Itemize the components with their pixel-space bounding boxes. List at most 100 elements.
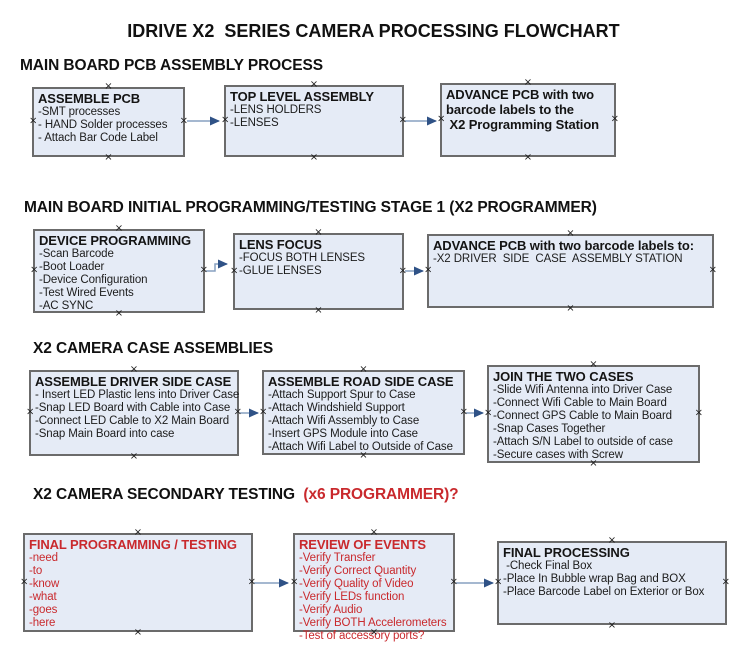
box-join-the-two-cases: JOIN THE TWO CASES -Slide Wifi Antenna i… bbox=[487, 365, 700, 463]
box-advance-pcb-to-case-assembly: ADVANCE PCB with two barcode labels to: … bbox=[427, 234, 714, 308]
box-item: -Attach Wifi Label to Outside of Case bbox=[268, 441, 453, 453]
box-item: -LENS HOLDERS bbox=[230, 104, 322, 116]
box-final-programming-testing: FINAL PROGRAMMING / TESTING -need -to -k… bbox=[23, 533, 253, 632]
box-item: -Snap LED Board with Cable into Case bbox=[35, 402, 231, 414]
box-item: -Connect Wifi Cable to Main Board bbox=[493, 397, 667, 409]
box-item: -GLUE LENSES bbox=[239, 265, 322, 277]
box-item: -what bbox=[29, 591, 57, 603]
box-item: - Insert LED Plastic lens into Driver Ca… bbox=[35, 389, 240, 401]
connector-handle-icon bbox=[20, 577, 28, 587]
box-item: -Place In Bubble wrap Bag and BOX bbox=[503, 573, 686, 585]
connector-handle-icon bbox=[399, 266, 407, 276]
box-item: -SMT processes bbox=[38, 106, 121, 118]
box-item: -Attach Wifi Assembly to Case bbox=[268, 415, 420, 427]
section-heading-case-assemblies: X2 CAMERA CASE ASSEMBLIES bbox=[33, 340, 274, 357]
box-item: -Scan Barcode bbox=[39, 248, 114, 260]
box-item: -Test Wired Events bbox=[39, 287, 134, 299]
connector-handle-icon bbox=[259, 407, 267, 417]
connector-handle-icon bbox=[608, 621, 616, 631]
box-item: -Insert GPS Module into Case bbox=[268, 428, 418, 440]
connector-handle-icon bbox=[695, 409, 703, 419]
connector-handle-icon bbox=[104, 153, 112, 163]
connector-handle-icon bbox=[248, 577, 256, 587]
box-item: -to bbox=[29, 565, 43, 577]
box-final-processing: FINAL PROCESSING -Check Final Box -Place… bbox=[497, 541, 727, 625]
box-top-level-assembly: TOP LEVEL ASSEMBLY -LENS HOLDERS -LENSES bbox=[224, 85, 404, 157]
connector-handle-icon bbox=[29, 117, 37, 127]
box-assemble-driver-side-case: ASSEMBLE DRIVER SIDE CASE - Insert LED P… bbox=[29, 370, 239, 456]
box-item: -Verify Transfer bbox=[299, 552, 376, 564]
connector-handle-icon bbox=[460, 407, 468, 417]
box-title: FINAL PROGRAMMING / TESTING bbox=[29, 537, 237, 552]
connector-handle-icon bbox=[30, 266, 38, 276]
box-item: -Connect GPS Cable to Main Board bbox=[493, 410, 672, 422]
heading-black-part: X2 CAMERA SECONDARY TESTING bbox=[33, 486, 300, 503]
connector-handle-icon bbox=[450, 577, 458, 587]
box-title: ASSEMBLE DRIVER SIDE CASE bbox=[35, 374, 232, 389]
box-assemble-road-side-case: ASSEMBLE ROAD SIDE CASE -Attach Support … bbox=[262, 370, 465, 455]
page-title: IDRIVE X2 SERIES CAMERA PROCESSING FLOWC… bbox=[127, 21, 620, 41]
connector-handle-icon bbox=[130, 452, 138, 462]
box-item: -Snap Cases Together bbox=[493, 423, 606, 435]
connector-handle-icon bbox=[221, 116, 229, 126]
box-item: -LENSES bbox=[230, 117, 279, 129]
section-heading-initial-programming: MAIN BOARD INITIAL PROGRAMMING/TESTING S… bbox=[24, 199, 597, 216]
box-title: REVIEW OF EVENTS bbox=[299, 537, 426, 552]
box-item: -Connect LED Cable to X2 Main Board bbox=[35, 415, 230, 427]
box-item: -Slide Wifi Antenna into Driver Case bbox=[493, 384, 673, 396]
box-title: FINAL PROCESSING bbox=[503, 545, 630, 560]
box-item: -Attach Windshield Support bbox=[268, 402, 405, 414]
box-device-programming: DEVICE PROGRAMMING -Scan Barcode -Boot L… bbox=[33, 229, 205, 313]
box-item: -Snap Main Board into case bbox=[35, 428, 175, 440]
box-item: -Verify BOTH Accelerometers bbox=[299, 617, 447, 629]
connector-handle-icon bbox=[310, 153, 318, 163]
box-item: -Place Barcode Label on Exterior or Box bbox=[503, 586, 705, 598]
box-title: JOIN THE TWO CASES bbox=[493, 369, 634, 384]
box-advance-pcb-to-programming-station: ADVANCE PCB with two barcode labels to t… bbox=[440, 83, 616, 157]
box-item: -Verify Quality of Video bbox=[299, 578, 414, 590]
box-item: - HAND Solder processes bbox=[38, 119, 168, 131]
connector-handle-icon bbox=[424, 266, 432, 276]
box-item: -AC SYNC bbox=[39, 300, 94, 312]
heading-red-part: (x6 PROGRAMMER)? bbox=[299, 486, 459, 503]
box-title: ASSEMBLE ROAD SIDE CASE bbox=[268, 374, 454, 389]
box-title: LENS FOCUS bbox=[239, 237, 322, 252]
box-item: -Verify Audio bbox=[299, 604, 363, 616]
box-title: ASSEMBLE PCB bbox=[38, 91, 141, 106]
box-item: -X2 DRIVER SIDE CASE ASSEMBLY STATION bbox=[433, 253, 683, 265]
box-item: -FOCUS BOTH LENSES bbox=[239, 252, 365, 264]
connector-handle-icon bbox=[437, 115, 445, 125]
section-heading-secondary-testing: X2 CAMERA SECONDARY TESTING (x6 PROGRAMM… bbox=[33, 486, 459, 504]
connector-handle-icon bbox=[494, 578, 502, 588]
connector-handle-icon bbox=[722, 578, 730, 588]
connector-handle-icon bbox=[566, 304, 574, 314]
box-lens-focus: LENS FOCUS -FOCUS BOTH LENSES -GLUE LENS… bbox=[233, 233, 404, 310]
connector-handle-icon bbox=[611, 115, 619, 125]
connector-handle-icon bbox=[234, 408, 242, 418]
connector-handle-icon bbox=[314, 306, 322, 316]
box-title: ADVANCE PCB with two barcode labels to: bbox=[433, 238, 694, 253]
box-item: -goes bbox=[29, 604, 58, 616]
box-item: -Attach Support Spur to Case bbox=[268, 389, 416, 401]
box-review-of-events: REVIEW OF EVENTS -Verify Transfer -Verif… bbox=[293, 533, 458, 642]
box-title: ADVANCE PCB with two barcode labels to t… bbox=[446, 87, 600, 132]
connector-handle-icon bbox=[484, 409, 492, 419]
flow-arrow bbox=[206, 259, 228, 272]
box-item: -Secure cases with Screw bbox=[493, 449, 623, 461]
box-item: - Attach Bar Code Label bbox=[38, 132, 158, 144]
box-item: -Verify Correct Quantity bbox=[299, 565, 417, 577]
box-item: -Device Configuration bbox=[39, 274, 148, 286]
box-item: -Boot Loader bbox=[39, 261, 105, 273]
section-heading-pcb-assembly: MAIN BOARD PCB ASSEMBLY PROCESS bbox=[20, 57, 323, 74]
box-title: DEVICE PROGRAMMING bbox=[39, 233, 192, 248]
connector-handle-icon bbox=[200, 266, 208, 276]
box-assemble-pcb: ASSEMBLE PCB -SMT processes - HAND Solde… bbox=[32, 87, 185, 157]
box-item: -here bbox=[29, 617, 56, 629]
connector-handle-icon bbox=[399, 116, 407, 126]
connector-handle-icon bbox=[524, 153, 532, 163]
connector-handle-icon bbox=[26, 408, 34, 418]
box-title: TOP LEVEL ASSEMBLY bbox=[230, 89, 374, 104]
connector-handle-icon bbox=[230, 266, 238, 276]
connector-handle-icon bbox=[180, 117, 188, 127]
connector-handle-icon bbox=[709, 266, 717, 276]
